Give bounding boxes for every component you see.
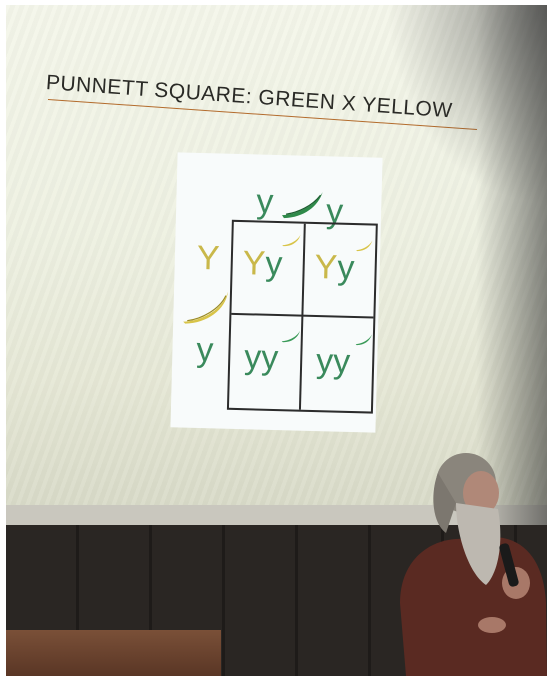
cell-allele: y <box>315 342 334 381</box>
punnett-square-card: y y Y y Yy <box>170 152 383 433</box>
top-allele-1: y <box>255 182 274 221</box>
ceiling-shadow <box>386 5 547 205</box>
presenter <box>400 453 547 676</box>
cell-genotype: yy <box>243 338 279 378</box>
cell-allele: Y <box>314 247 338 287</box>
cell-genotype: Yy <box>242 244 283 284</box>
cell-allele: y <box>260 338 279 378</box>
side-allele-1: Y <box>196 238 221 278</box>
cell-genotype: Yy <box>314 247 355 288</box>
cell-allele: Y <box>242 244 266 283</box>
podium <box>6 630 221 676</box>
yellow-pea-pod-icon <box>282 234 301 247</box>
side-allele-2: y <box>195 330 214 370</box>
green-pea-pod-icon <box>282 192 323 219</box>
cell-genotype: yy <box>315 342 351 381</box>
yellow-pea-pod-icon <box>183 291 229 324</box>
cell-allele: y <box>336 248 355 288</box>
yellow-pea-pod-icon <box>356 240 373 252</box>
cell-allele: y <box>264 244 283 284</box>
cell-allele: y <box>243 338 262 377</box>
green-pea-pod-icon <box>355 334 372 346</box>
punnett-grid: Yy Yy yy <box>226 219 378 414</box>
lecture-photo: PUNNETT SQUARE: GREEN X YELLOW y y Y y <box>6 5 547 676</box>
cell-allele: y <box>332 342 351 381</box>
green-pea-pod-icon <box>281 330 301 343</box>
